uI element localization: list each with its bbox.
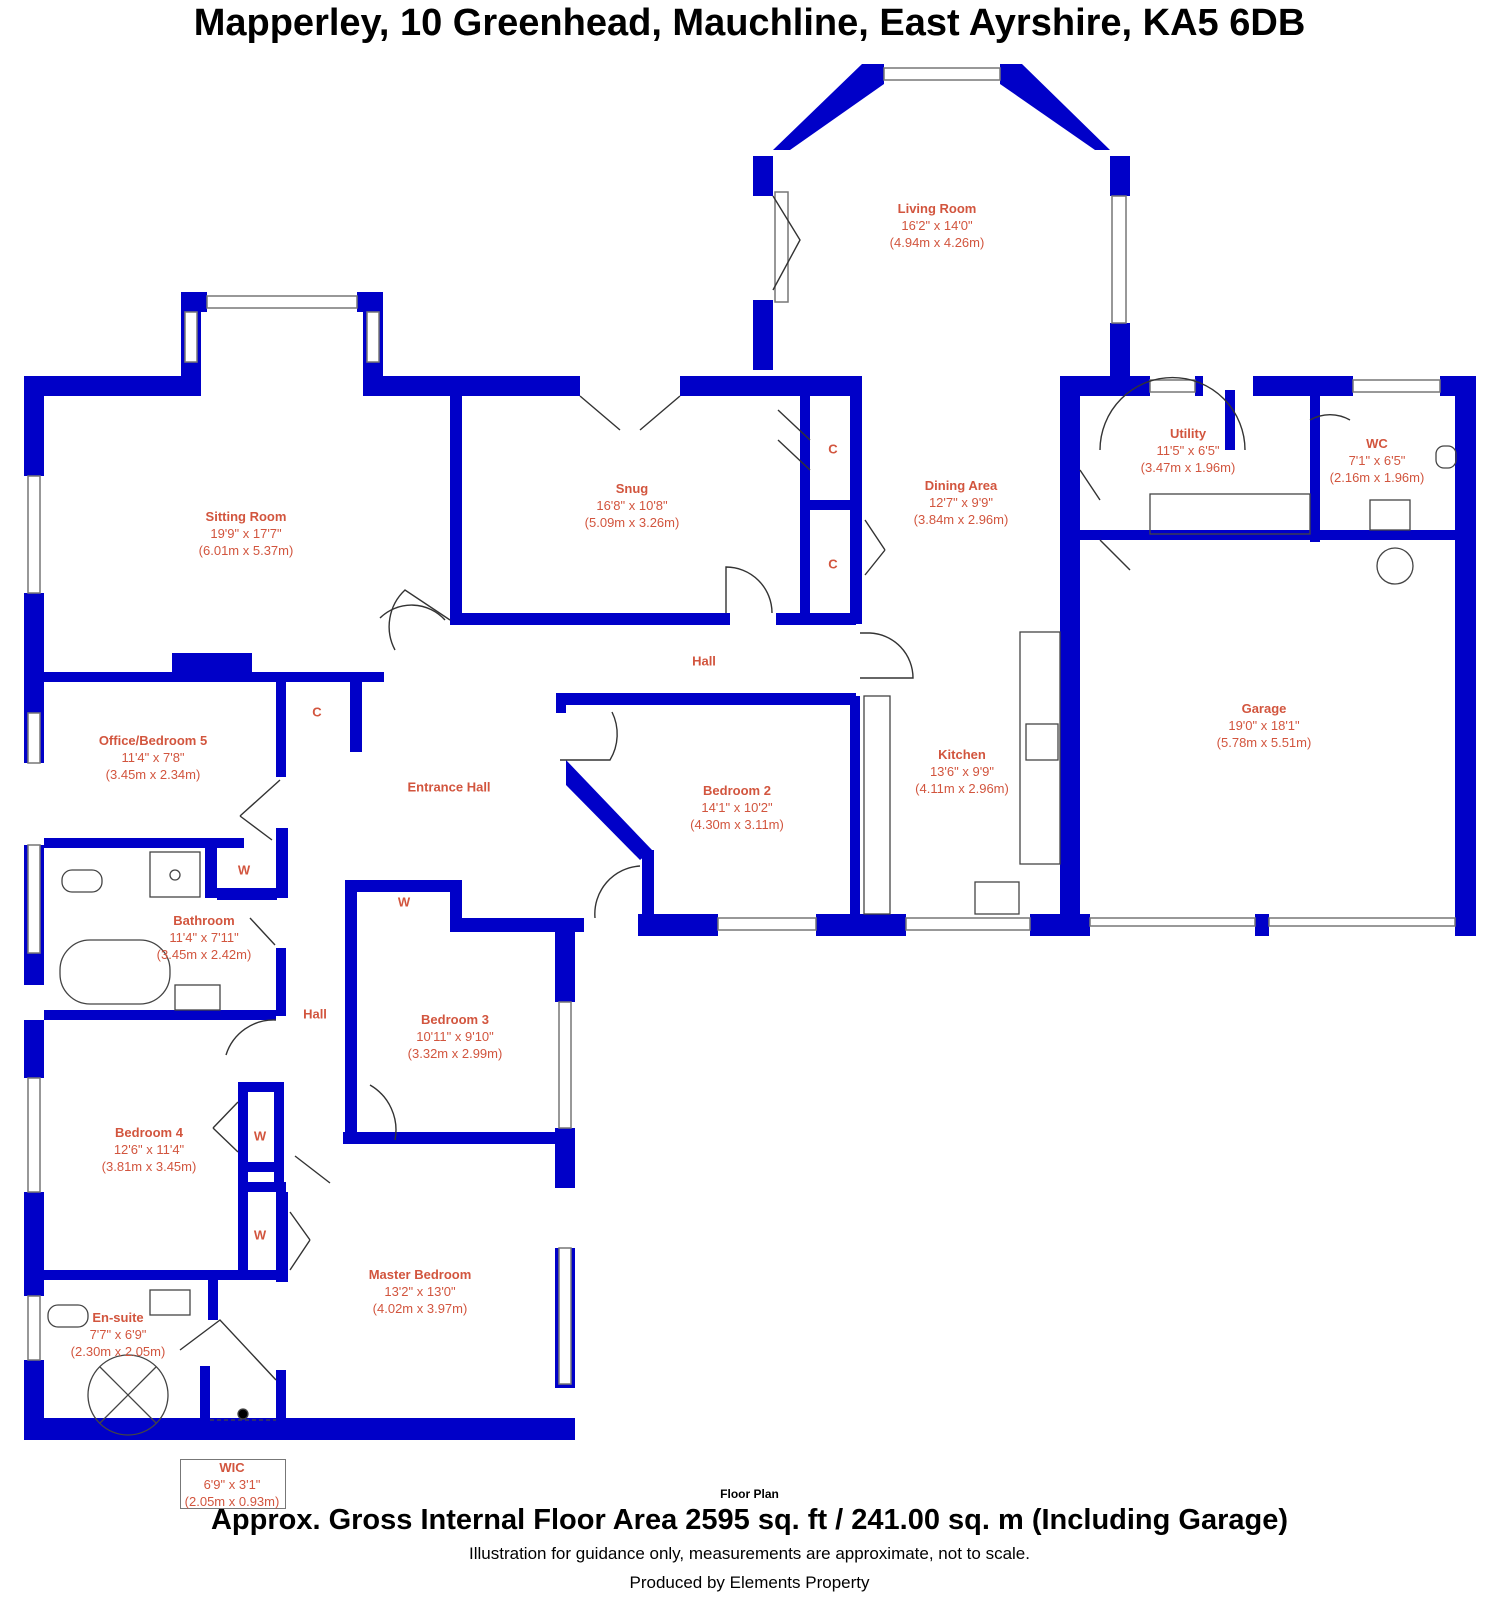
room-label-dining: Dining Area 12'7" x 9'9" (3.84m x 2.96m) [913, 478, 1009, 527]
room-label-snug: Snug 16'8" x 10'8" (5.09m x 3.26m) [584, 481, 680, 530]
cupboard-label: C [828, 441, 838, 457]
room-label-bedroom4: Bedroom 4 12'6" x 11'4" (3.81m x 3.45m) [101, 1125, 197, 1174]
floor-area-text: Approx. Gross Internal Floor Area 2595 s… [210, 1504, 1289, 1536]
hall-label-lower: Hall [303, 1006, 327, 1022]
room-label-sitting: Sitting Room 19'9" x 17'7" (6.01m x 5.37… [198, 509, 294, 558]
room-label-kitchen: Kitchen 13'6" x 9'9" (4.11m x 2.96m) [915, 747, 1009, 796]
wic-label-box [180, 1459, 286, 1509]
cupboard-label: C [312, 704, 322, 720]
floor-plan-label: Floor Plan [720, 1487, 779, 1501]
entrance-hall-label: Entrance Hall [407, 779, 491, 795]
room-label-bathroom: Bathroom 11'4" x 7'11" (3.45m x 2.42m) [156, 913, 252, 962]
room-label-utility: Utility 11'5" x 6'5" (3.47m x 1.96m) [1140, 426, 1236, 475]
disclaimer-text: Illustration for guidance only, measurem… [469, 1544, 1030, 1563]
credit-text: Produced by Elements Property [629, 1573, 870, 1592]
room-label-master: Master Bedroom 13'2" x 13'0" (4.02m x 3.… [368, 1267, 472, 1316]
hall-label-upper: Hall [692, 653, 716, 669]
cupboard-label: C [828, 556, 838, 572]
room-label-bedroom3: Bedroom 3 10'11" x 9'10" (3.32m x 2.99m) [407, 1012, 503, 1061]
room-label-garage: Garage 19'0" x 18'1" (5.78m x 5.51m) [1216, 701, 1312, 750]
room-label-bedroom2: Bedroom 2 14'1" x 10'2" (4.30m x 3.11m) [690, 783, 784, 832]
room-label-living: Living Room 16'2" x 14'0" (4.94m x 4.26m… [889, 201, 985, 250]
wardrobe-label: W [253, 1128, 267, 1144]
page-title: Mapperley, 10 Greenhead, Mauchline, East… [193, 2, 1306, 44]
windows [27, 67, 1456, 1385]
room-label-office: Office/Bedroom 5 11'4" x 7'8" (3.45m x 2… [98, 733, 208, 782]
room-label-ensuite: En-suite 7'7" x 6'9" (2.30m x 2.05m) [70, 1310, 166, 1359]
wardrobe-label: W [253, 1227, 267, 1243]
walls [24, 64, 1476, 1440]
wardrobe-label: W [237, 862, 251, 878]
doors [179, 195, 1351, 1381]
wardrobe-label: W [397, 894, 411, 910]
room-label-wic: WIC 6'9" x 3'1" (2.05m x 0.93m) [184, 1460, 280, 1509]
fixtures [47, 445, 1457, 1436]
room-label-wc: WC 7'1" x 6'5" (2.16m x 1.96m) [1329, 436, 1425, 485]
